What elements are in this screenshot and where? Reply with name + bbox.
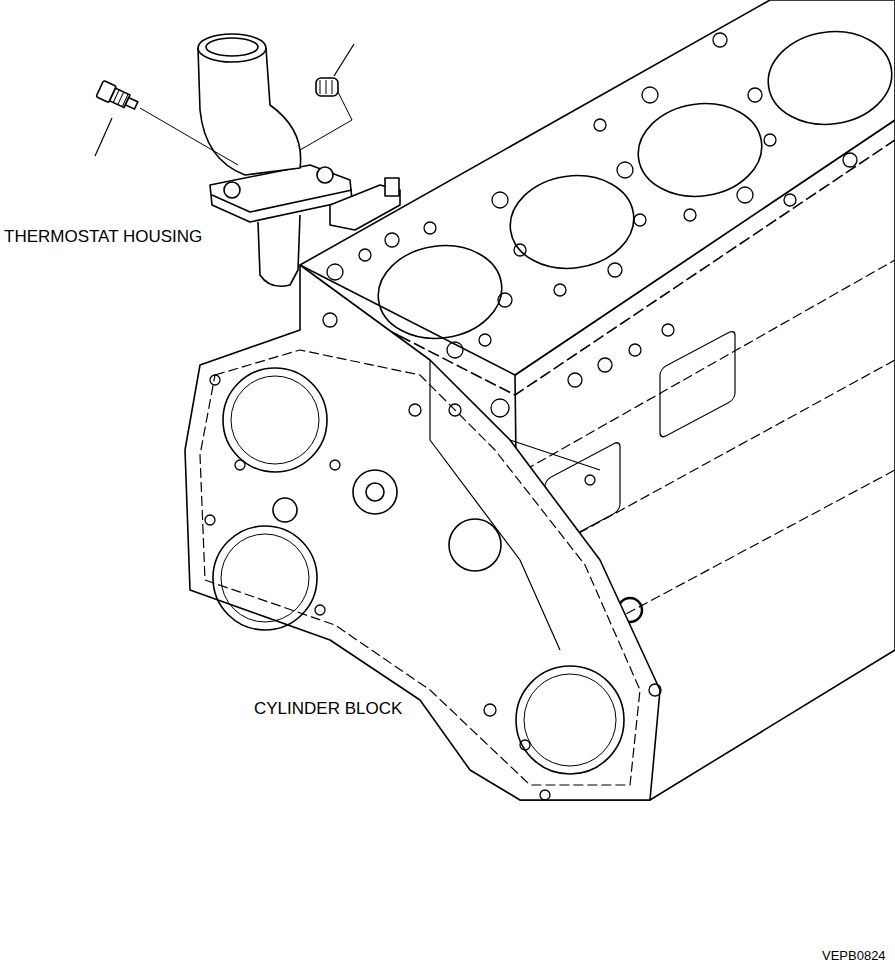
boss	[449, 519, 501, 571]
part-name: THERMOSTAT HOUSING	[2, 228, 204, 247]
gear-opening	[223, 368, 327, 472]
boss	[273, 498, 297, 522]
connector	[385, 178, 399, 196]
housing-elbow	[198, 48, 301, 175]
assembly-line	[140, 108, 238, 165]
flange-bolt	[224, 182, 240, 198]
leader-line	[95, 118, 112, 156]
front-plate	[185, 265, 660, 800]
plate-bolts	[205, 313, 661, 800]
side-window	[660, 329, 735, 439]
flange-bolt	[317, 167, 333, 183]
cylinder-bore	[504, 168, 640, 276]
deck-holes	[327, 33, 857, 387]
leader-line	[334, 44, 354, 76]
boss	[353, 470, 397, 514]
cylinder-bore	[632, 96, 768, 204]
temperature-sensor	[96, 80, 140, 113]
cylinder-bore	[762, 24, 895, 132]
block-top-deck	[300, 0, 895, 375]
gear-opening	[213, 526, 317, 630]
boss	[366, 483, 384, 501]
housing-outlet	[206, 38, 258, 56]
assembly-line	[300, 92, 352, 150]
gear-opening	[221, 534, 309, 622]
gear-opening	[516, 666, 624, 774]
plug-sensor	[316, 78, 338, 96]
housing-lower-pipe	[258, 215, 300, 286]
figure-code: VEPB0824	[820, 949, 888, 963]
gear-opening	[231, 376, 319, 464]
gear-opening	[524, 674, 616, 766]
housing-outlet	[198, 34, 266, 62]
cylinder-bore	[372, 238, 508, 346]
part-name: CYLINDER BLOCK	[252, 700, 404, 719]
front-plate-inner	[200, 350, 640, 785]
rib	[430, 360, 600, 650]
